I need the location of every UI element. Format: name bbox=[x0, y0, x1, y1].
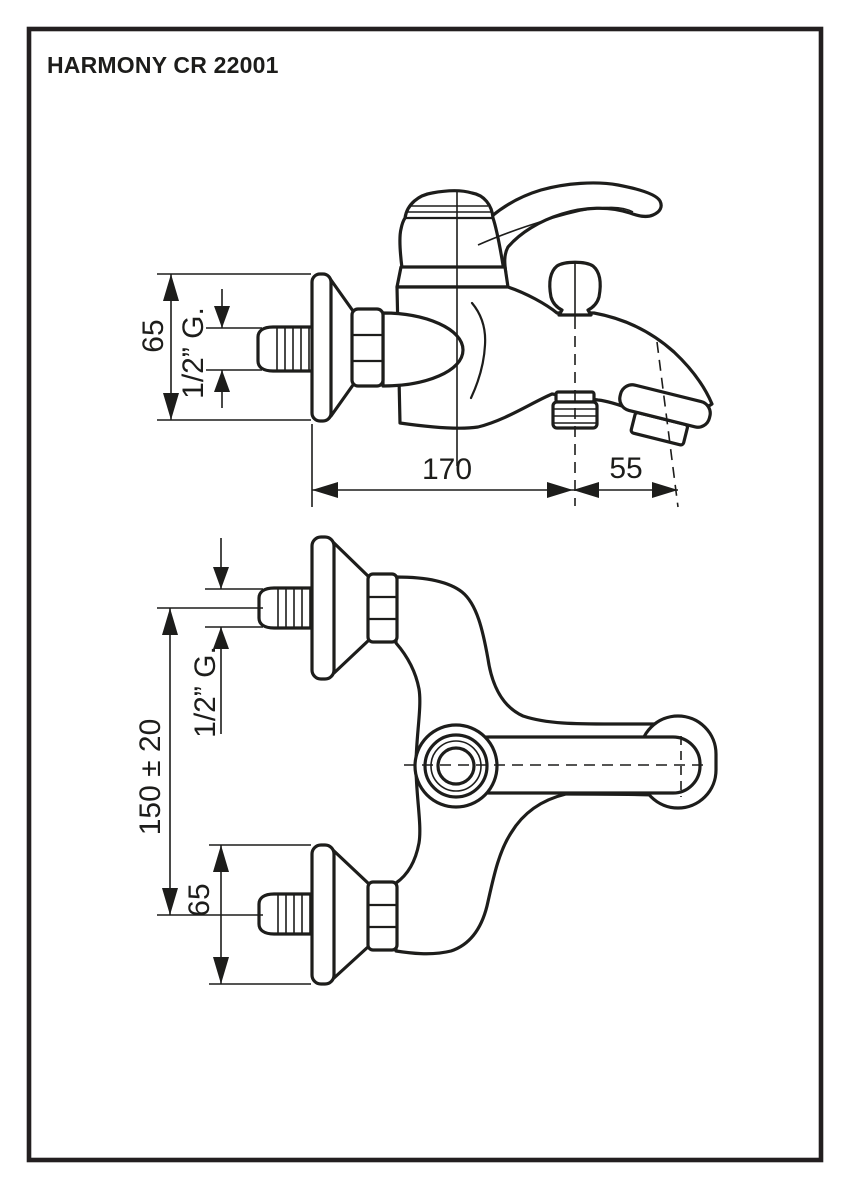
dimension-150 bbox=[157, 607, 263, 916]
hex-nut-top bbox=[366, 572, 399, 644]
front-dim-150-label: 150 ± 20 bbox=[134, 718, 167, 836]
page-border bbox=[26, 26, 824, 1163]
dimension-thread-front bbox=[205, 538, 263, 734]
side-view-drawing bbox=[157, 181, 714, 508]
thread-nipple bbox=[256, 325, 317, 373]
lever-handle bbox=[490, 181, 663, 277]
thread-lines bbox=[277, 895, 311, 933]
front-dim-thread-label: 1/2” G. bbox=[189, 646, 222, 738]
bottom-connector bbox=[257, 843, 399, 986]
lever-contour-line bbox=[477, 206, 634, 246]
escutcheon-bottom bbox=[310, 843, 336, 986]
escutcheon bbox=[310, 272, 355, 423]
body-contour-line bbox=[469, 301, 487, 400]
dimension-170-55 bbox=[311, 424, 678, 507]
dimension-65-side bbox=[157, 273, 311, 421]
centerlines-side bbox=[456, 192, 679, 508]
thread-nipple-top bbox=[257, 586, 317, 630]
dimension-thread-side bbox=[206, 289, 262, 408]
centerlines-front bbox=[404, 736, 707, 797]
side-dim-170-label: 170 bbox=[421, 453, 473, 486]
dimension-65-front bbox=[209, 844, 311, 985]
side-dim-65-label: 65 bbox=[137, 319, 170, 353]
top-connector bbox=[257, 535, 399, 681]
drawing-title: HARMONY CR 22001 bbox=[47, 52, 279, 78]
side-dim-thread-label: 1/2” G. bbox=[177, 307, 210, 399]
connection-elbow bbox=[381, 311, 465, 388]
hex-nut-bottom bbox=[366, 880, 399, 952]
thread-nipple-bottom bbox=[257, 892, 317, 936]
hex-nut bbox=[350, 307, 385, 388]
cartridge-housing bbox=[398, 189, 505, 270]
front-view-drawing bbox=[157, 535, 718, 986]
thread-lines bbox=[276, 328, 310, 370]
spout-axis-dashed bbox=[656, 341, 679, 508]
front-dim-65-label: 65 bbox=[183, 883, 216, 917]
collar-ring bbox=[395, 265, 510, 289]
escutcheon-top bbox=[310, 535, 336, 681]
side-dim-55-label: 55 bbox=[609, 452, 643, 485]
spout-outlet-boss bbox=[413, 723, 499, 809]
thread-lines bbox=[277, 589, 311, 627]
